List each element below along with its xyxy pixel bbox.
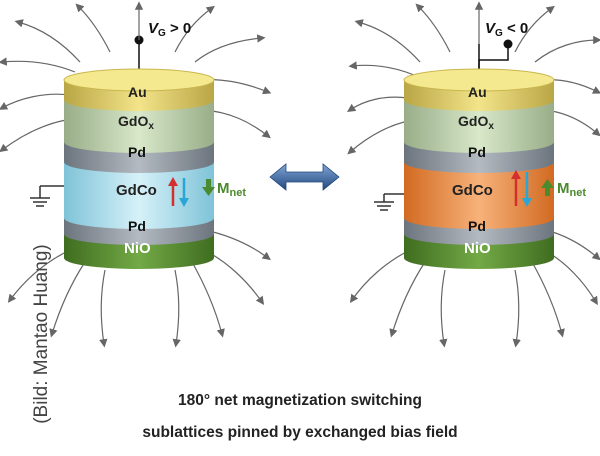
left-stack	[63, 68, 215, 269]
ground-icon	[30, 185, 64, 207]
right-layer-gdox	[404, 100, 554, 153]
spin-arrows-icon	[168, 177, 189, 207]
field-line-icon	[0, 119, 67, 153]
field-line-icon	[99, 269, 108, 348]
field-line-icon	[14, 19, 81, 63]
left-label-pd-bottom: Pd	[128, 218, 146, 234]
right-top-face	[403, 68, 555, 92]
right-label-au: Au	[468, 84, 487, 100]
right-label-nio: NiO	[464, 240, 491, 257]
left-label-au: Au	[128, 84, 147, 100]
ground-icon	[374, 193, 404, 211]
field-line-icon	[415, 3, 451, 53]
right-label-pd-bottom: Pd	[468, 218, 486, 234]
field-line-icon	[194, 34, 266, 63]
left-label-pd-top: Pd	[128, 144, 146, 160]
field-line-icon	[75, 3, 111, 53]
left-label-nio: NiO	[124, 240, 151, 257]
field-line-icon	[514, 5, 555, 53]
field-line-icon	[348, 61, 415, 76]
double-arrow-icon	[269, 163, 340, 191]
caption-line-2: sublattices pinned by exchanged bias fie…	[142, 424, 458, 441]
field-line-icon	[49, 261, 86, 338]
field-line-icon	[354, 19, 421, 63]
left-layer-gdox	[64, 100, 214, 153]
right-net-label: Mnet	[557, 180, 586, 199]
left-label-gdco: GdCo	[116, 182, 157, 199]
left-net-arrow-icon	[202, 179, 215, 196]
left-label-gdox: GdOx	[118, 113, 154, 132]
right-net-arrow-icon	[541, 179, 554, 196]
field-line-icon	[512, 269, 521, 348]
spin-arrows-icon	[511, 170, 532, 207]
left-layer-gdco	[64, 162, 214, 229]
field-line-icon	[347, 121, 405, 155]
field-line-icon	[0, 57, 76, 73]
photo-credit: (Bild: Mantao Huang)	[31, 244, 52, 424]
field-line-icon	[389, 261, 426, 338]
left-voltage-label: VG > 0	[148, 20, 191, 39]
field-line-icon	[204, 229, 271, 261]
field-line-icon	[349, 249, 411, 303]
right-voltage-label: VG < 0	[485, 20, 528, 39]
left-top-face	[63, 68, 215, 92]
field-line-icon	[191, 261, 225, 338]
caption-line-1: 180° net magnetization switching	[178, 392, 422, 409]
right-device: VG < 0 Au GdOx Pd GdCo Pd NiO Mnet	[347, 1, 600, 348]
field-line-icon	[172, 269, 181, 348]
right-label-gdco: GdCo	[452, 182, 493, 199]
left-field-lines	[0, 3, 272, 348]
left-net-label: Mnet	[217, 180, 246, 199]
right-label-gdox: GdOx	[458, 113, 494, 132]
field-line-icon	[534, 35, 600, 63]
field-line-icon	[174, 5, 215, 53]
right-label-pd-top: Pd	[468, 144, 486, 160]
field-line-icon	[0, 93, 71, 110]
field-line-icon	[7, 249, 71, 303]
field-line-icon	[347, 96, 409, 112]
field-line-icon	[439, 269, 448, 348]
field-line-icon	[531, 261, 565, 338]
left-device: VG > 0 Au GdOx Pd GdCo Pd NiO	[0, 1, 272, 348]
